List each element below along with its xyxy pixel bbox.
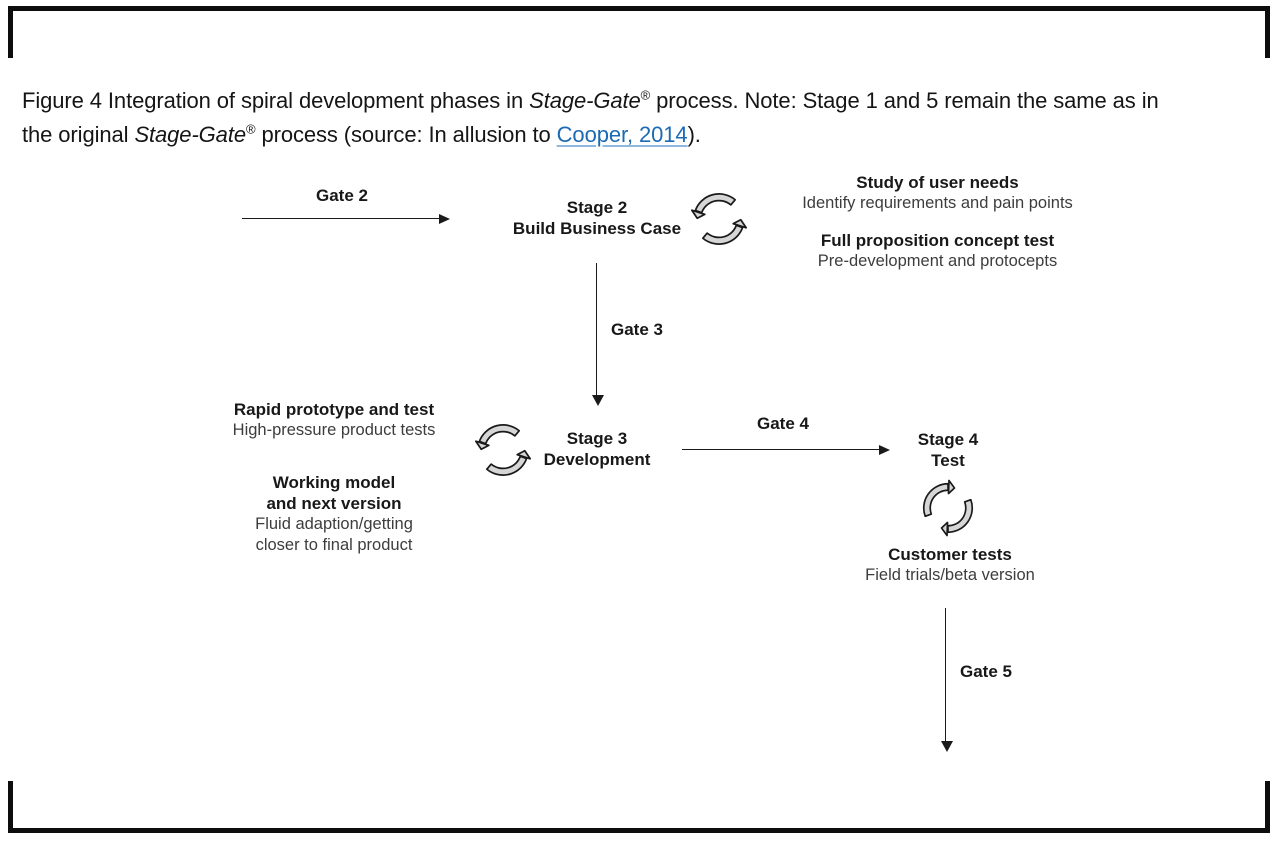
stage4-title-line2: Test xyxy=(931,451,965,470)
stage2-title-line2: Build Business Case xyxy=(512,219,682,238)
frame-bottom-line xyxy=(8,828,1270,833)
spacer xyxy=(212,441,456,472)
stage4-notes: Customer tests Field trials/beta version xyxy=(850,544,1050,586)
frame-corner-bottom-left xyxy=(8,781,13,833)
gate3-arrow xyxy=(591,263,604,406)
stage3-note-detail: Fluid adaption/getting xyxy=(255,515,413,533)
gate4-label: Gate 4 xyxy=(757,414,809,433)
stage3-title-line1: Stage 3 xyxy=(566,429,628,448)
caption-text: process. Note: Stage 1 and 5 remain the … xyxy=(650,88,1159,113)
figure-caption: Figure 4 Integration of spiral developme… xyxy=(22,84,1252,152)
stage4-note-detail: Field trials/beta version xyxy=(865,566,1035,584)
stage3-note-detail: High-pressure product tests xyxy=(232,421,436,439)
stage4-note-heading: Customer tests xyxy=(888,545,1012,564)
frame-corner-top-left xyxy=(8,6,13,58)
caption-text: ). xyxy=(687,122,701,147)
frame-corner-top-right xyxy=(1265,6,1270,58)
stage-gate-brand-italic: Stage-Gate xyxy=(134,122,246,147)
stage2-title-line1: Stage 2 xyxy=(566,198,628,217)
frame-top-line xyxy=(8,6,1270,11)
stage4-title-line1: Stage 4 xyxy=(917,430,979,449)
stage2-note-detail: Identify requirements and pain points xyxy=(802,194,1073,212)
stage2-notes: Study of user needs Identify requirement… xyxy=(785,172,1090,272)
stage3-note-heading: Rapid prototype and test xyxy=(233,400,435,419)
stage3-notes: Rapid prototype and test High-pressure p… xyxy=(212,399,456,556)
registered-trademark-symbol: ® xyxy=(245,121,256,137)
frame-corner-bottom-right xyxy=(1265,781,1270,833)
stage2-note-heading: Study of user needs xyxy=(856,173,1019,192)
stage4-node: Stage 4 Test xyxy=(873,429,1023,471)
gate4-arrow xyxy=(682,445,890,456)
stage3-note-heading: and next version xyxy=(266,494,402,513)
registered-trademark-symbol: ® xyxy=(640,87,651,103)
caption-text: Figure 4 Integration of spiral developme… xyxy=(22,88,530,113)
cycle-arrows-icon xyxy=(915,474,981,542)
stage3-title-line2: Development xyxy=(543,450,651,469)
gate5-arrow xyxy=(940,608,953,752)
spacer xyxy=(785,214,1090,230)
caption-line-1: Figure 4 Integration of spiral developme… xyxy=(22,84,1252,118)
gate3-label: Gate 3 xyxy=(611,320,663,339)
stage3-node: Stage 3 Development xyxy=(522,428,672,470)
stage-gate-brand-italic: Stage-Gate xyxy=(529,88,641,113)
cooper-2014-citation-link[interactable]: Cooper, 2014 xyxy=(556,122,688,147)
cycle-arrows-icon xyxy=(690,190,748,248)
gate5-label: Gate 5 xyxy=(960,662,1012,681)
stage3-note-detail: closer to final product xyxy=(255,536,413,554)
stage2-note-detail: Pre-development and protocepts xyxy=(817,252,1058,270)
stage3-note-heading: Working model xyxy=(272,473,396,492)
caption-text: the original xyxy=(22,122,135,147)
caption-text: process (source: In allusion to xyxy=(255,122,557,147)
gate2-label: Gate 2 xyxy=(316,186,368,205)
gate2-arrow xyxy=(242,214,450,225)
stage2-note-heading: Full proposition concept test xyxy=(820,231,1055,250)
stage2-node: Stage 2 Build Business Case xyxy=(507,197,687,239)
caption-line-2: the original Stage-Gate® process (source… xyxy=(22,118,1252,152)
